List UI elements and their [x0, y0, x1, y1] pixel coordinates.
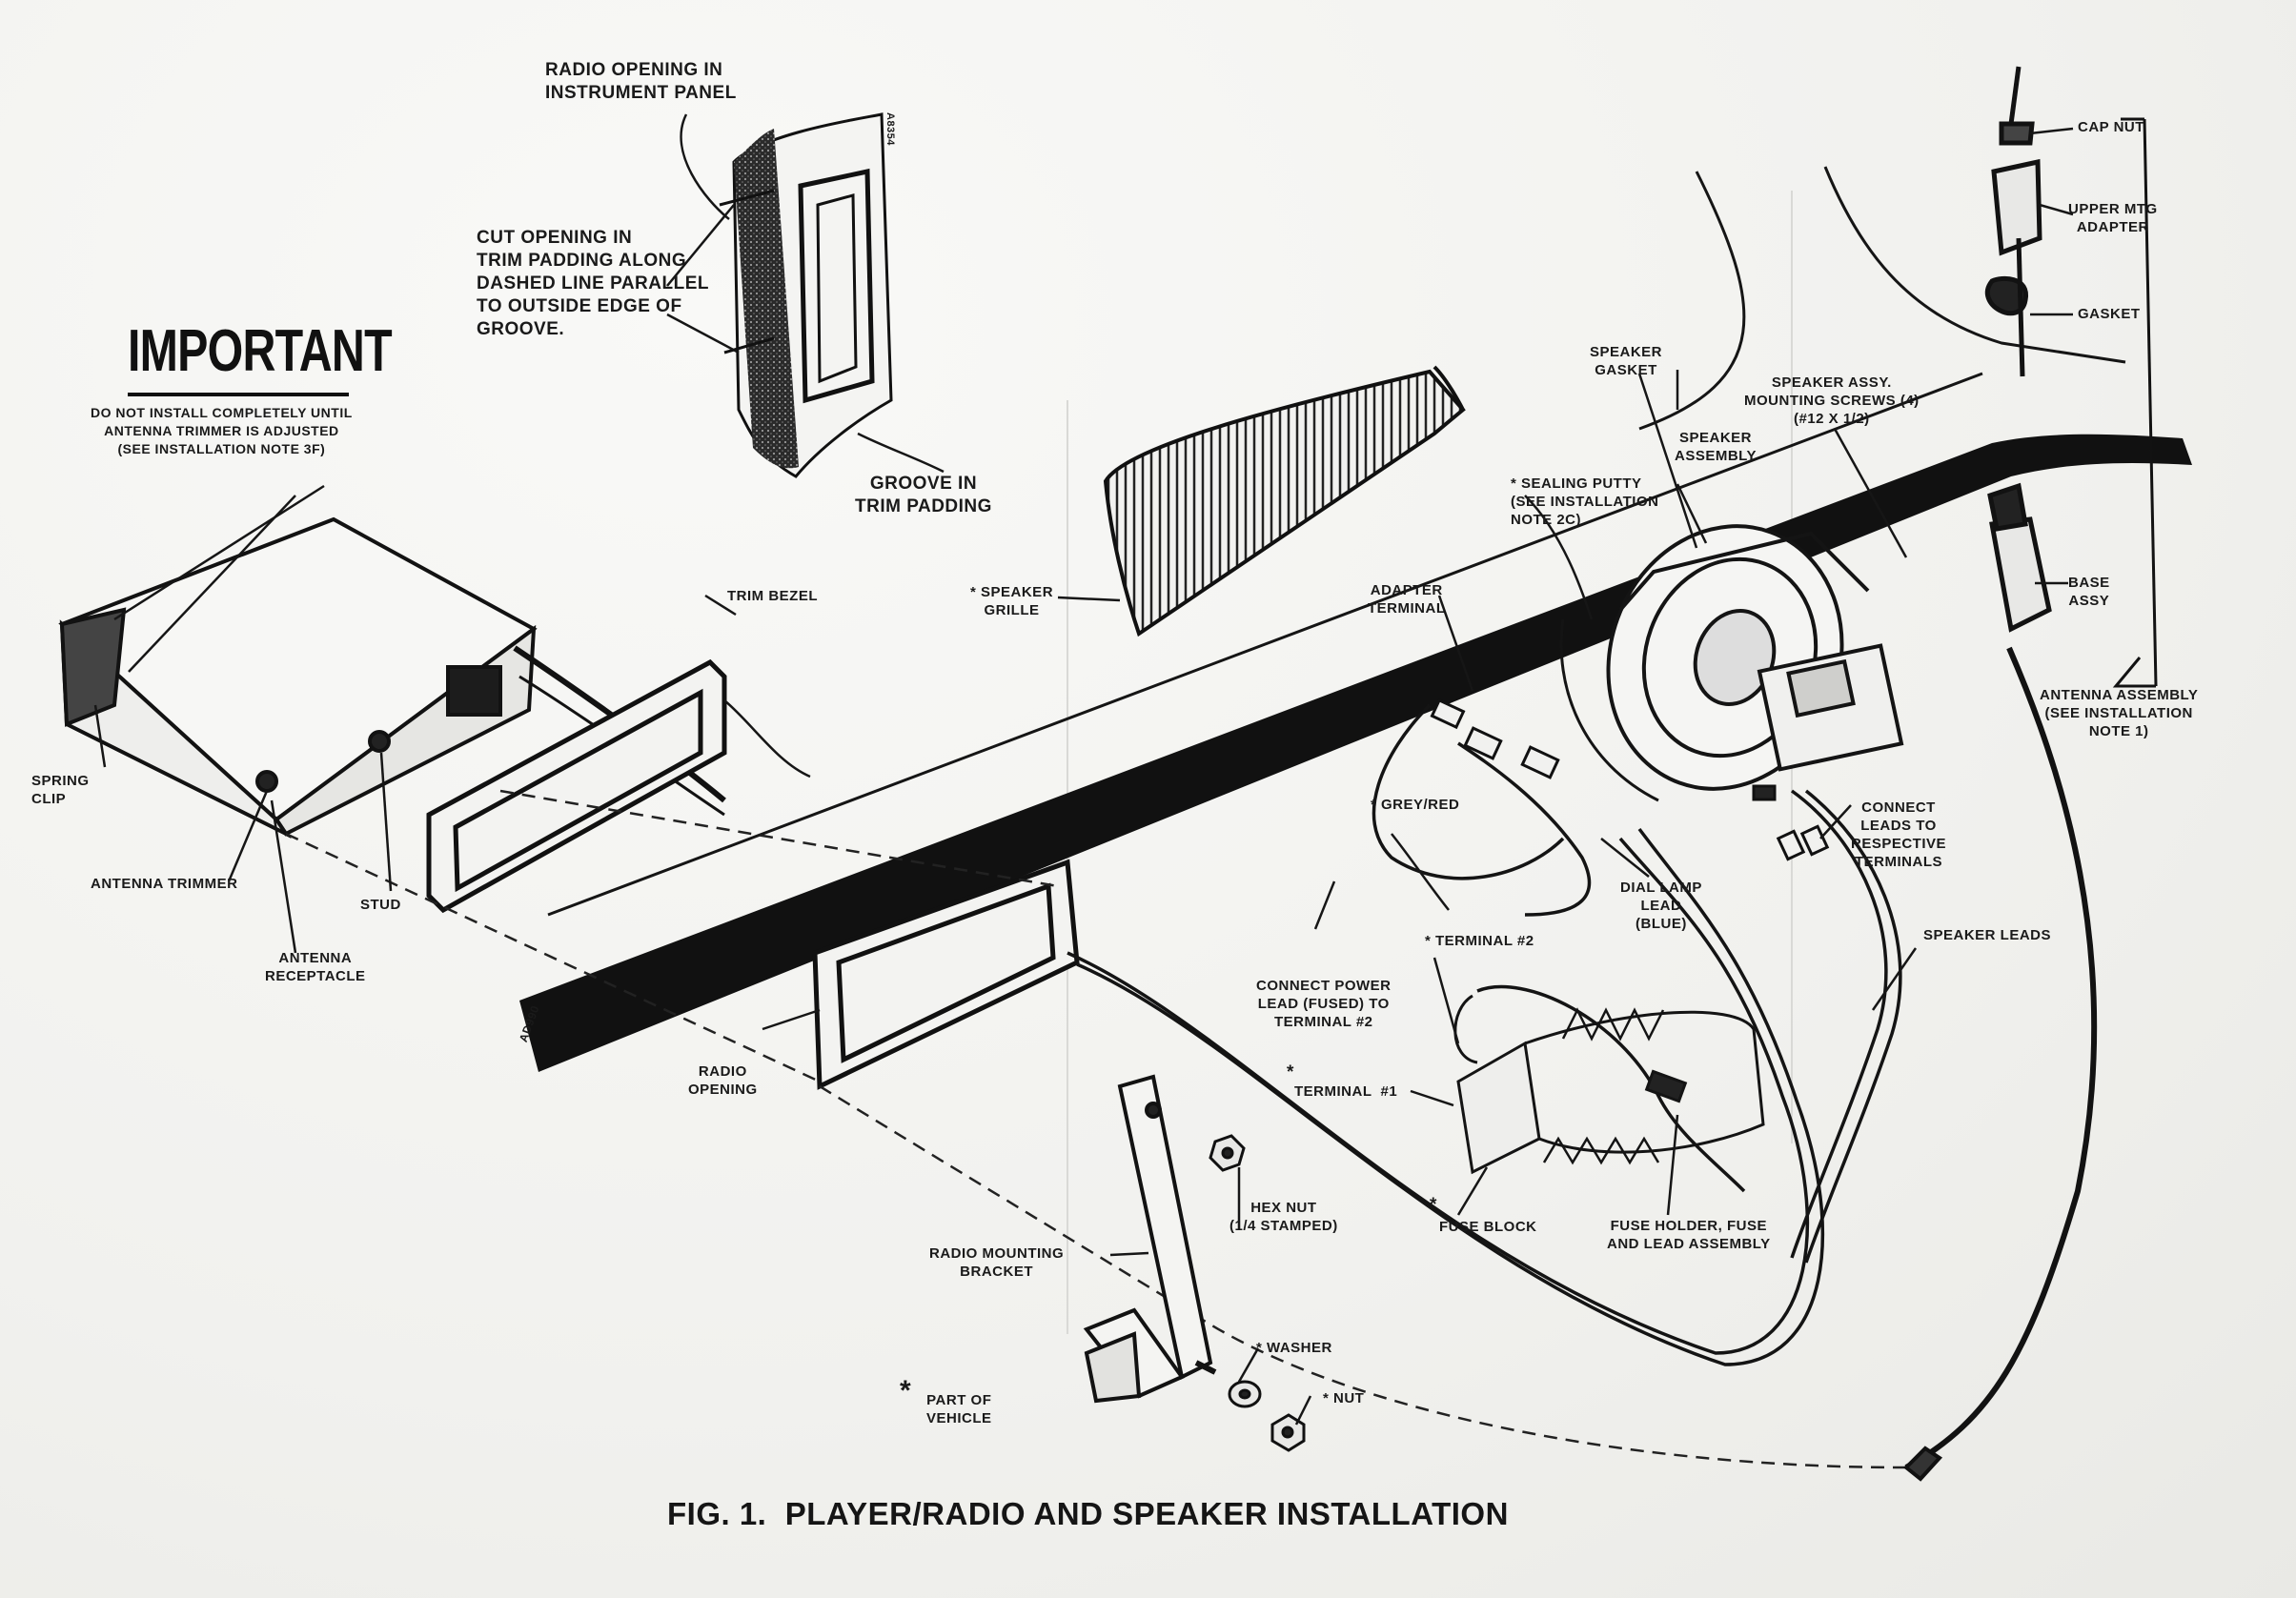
label-fuse-block-asterisk: *: [1430, 1195, 1437, 1215]
label-antenna-assembly: ANTENNA ASSEMBLY (SEE INSTALLATION NOTE …: [2040, 687, 2199, 739]
label-speaker-mounting-screws: SPEAKER ASSY. MOUNTING SCREWS (4) (#12 x…: [1744, 374, 1920, 427]
label-fuse-holder: FUSE HOLDER, FUSE AND LEAD ASSEMBLY: [1607, 1218, 1771, 1252]
speaker-assembly: [1559, 524, 1904, 802]
label-groove: GROOVE IN TRIM PADDING: [855, 474, 992, 516]
label-stud: STUD: [360, 897, 401, 913]
label-connect-power: CONNECT POWER LEAD (FUSED) TO TERMINAL #…: [1256, 978, 1392, 1030]
label-upper-mtg-adapter: UPPER MTG ADAPTER: [2068, 201, 2158, 235]
label-terminal-1-asterisk: *: [1287, 1062, 1294, 1082]
trim-bezel: [426, 658, 727, 914]
label-connect-leads: CONNECT LEADS TO RESPECTIVE TERMINALS: [1851, 799, 1947, 870]
antenna-plug: [1903, 1446, 1943, 1482]
important-heading: IMPORTANT: [128, 318, 393, 384]
dash-rail: [519, 372, 2192, 1072]
label-spring-clip: SPRING CLIP: [31, 773, 90, 807]
label-speaker-assembly: SPEAKER ASSEMBLY: [1675, 430, 1757, 464]
dashed-guides: [285, 789, 1907, 1469]
figure-caption: FIG. 1. PLAYER/RADIO AND SPEAKER INSTALL…: [667, 1496, 1509, 1531]
label-nut: * NUT: [1323, 1390, 1365, 1406]
label-adapter-terminal: ADAPTER TERMINAL: [1368, 582, 1446, 617]
label-washer: * WASHER: [1256, 1340, 1332, 1356]
label-hex-nut: HEX NUT (1/4 STAMPED): [1229, 1200, 1338, 1234]
label-terminal-2: * TERMINAL #2: [1425, 933, 1534, 949]
trim-padding-inset: [719, 112, 893, 478]
label-speaker-gasket: SPEAKER GASKET: [1590, 344, 1663, 378]
important-underline: [128, 393, 349, 396]
label-fuse-block: FUSE BLOCK: [1439, 1219, 1537, 1235]
hardware-parts: [1209, 1134, 1306, 1452]
label-corner-code: A8354: [884, 112, 896, 146]
label-antenna-trimmer: ANTENNA TRIMMER: [91, 876, 238, 892]
important-note: DO NOT INSTALL COMPLETELY UNTIL ANTENNA …: [91, 405, 353, 456]
label-grey-red: * GREY/RED: [1371, 797, 1460, 813]
leader-lines: [93, 113, 2074, 1426]
label-gasket: GASKET: [2078, 306, 2141, 322]
radio-mounting-bracket: [1083, 1074, 1217, 1404]
label-trim-bezel: TRIM BEZEL: [727, 588, 818, 604]
label-base-assy: BASE ASSY: [2068, 575, 2110, 609]
instrument-panel-outline: [1638, 166, 2126, 431]
label-part-of-vehicle-asterisk: *: [900, 1375, 912, 1406]
label-terminal-1: TERMINAL #1: [1294, 1083, 1398, 1100]
label-dial-lamp-lead: DIAL LAMP LEAD (BLUE): [1620, 880, 1702, 932]
antenna-assembly: [1904, 66, 2158, 1470]
label-antenna-receptacle: ANTENNA RECEPTACLE: [265, 950, 366, 984]
fuse-block: [1453, 994, 1765, 1175]
label-part-of-vehicle: PART OF VEHICLE: [926, 1392, 992, 1426]
label-radio-opening-instrument-panel: RADIO OPENING IN INSTRUMENT PANEL: [545, 60, 737, 103]
speaker-grille: [1103, 365, 1466, 637]
label-speaker-leads: SPEAKER LEADS: [1923, 927, 2052, 943]
label-cap-nut: CAP NUT: [2078, 119, 2144, 135]
label-cut-opening: CUT OPENING IN TRIM PADDING ALONG DASHED…: [477, 228, 709, 339]
dash-radio-opening: [812, 859, 1080, 1090]
label-sealing-putty: * SEALING PUTTY (SEE INSTALLATION NOTE 2…: [1511, 475, 1659, 528]
label-speaker-grille: * SPEAKER GRILLE: [970, 584, 1054, 618]
label-radio-opening: RADIO OPENING: [688, 1063, 758, 1098]
label-radio-mounting-bracket: RADIO MOUNTING BRACKET: [929, 1245, 1065, 1280]
adapter-connectors: [1430, 698, 1830, 861]
